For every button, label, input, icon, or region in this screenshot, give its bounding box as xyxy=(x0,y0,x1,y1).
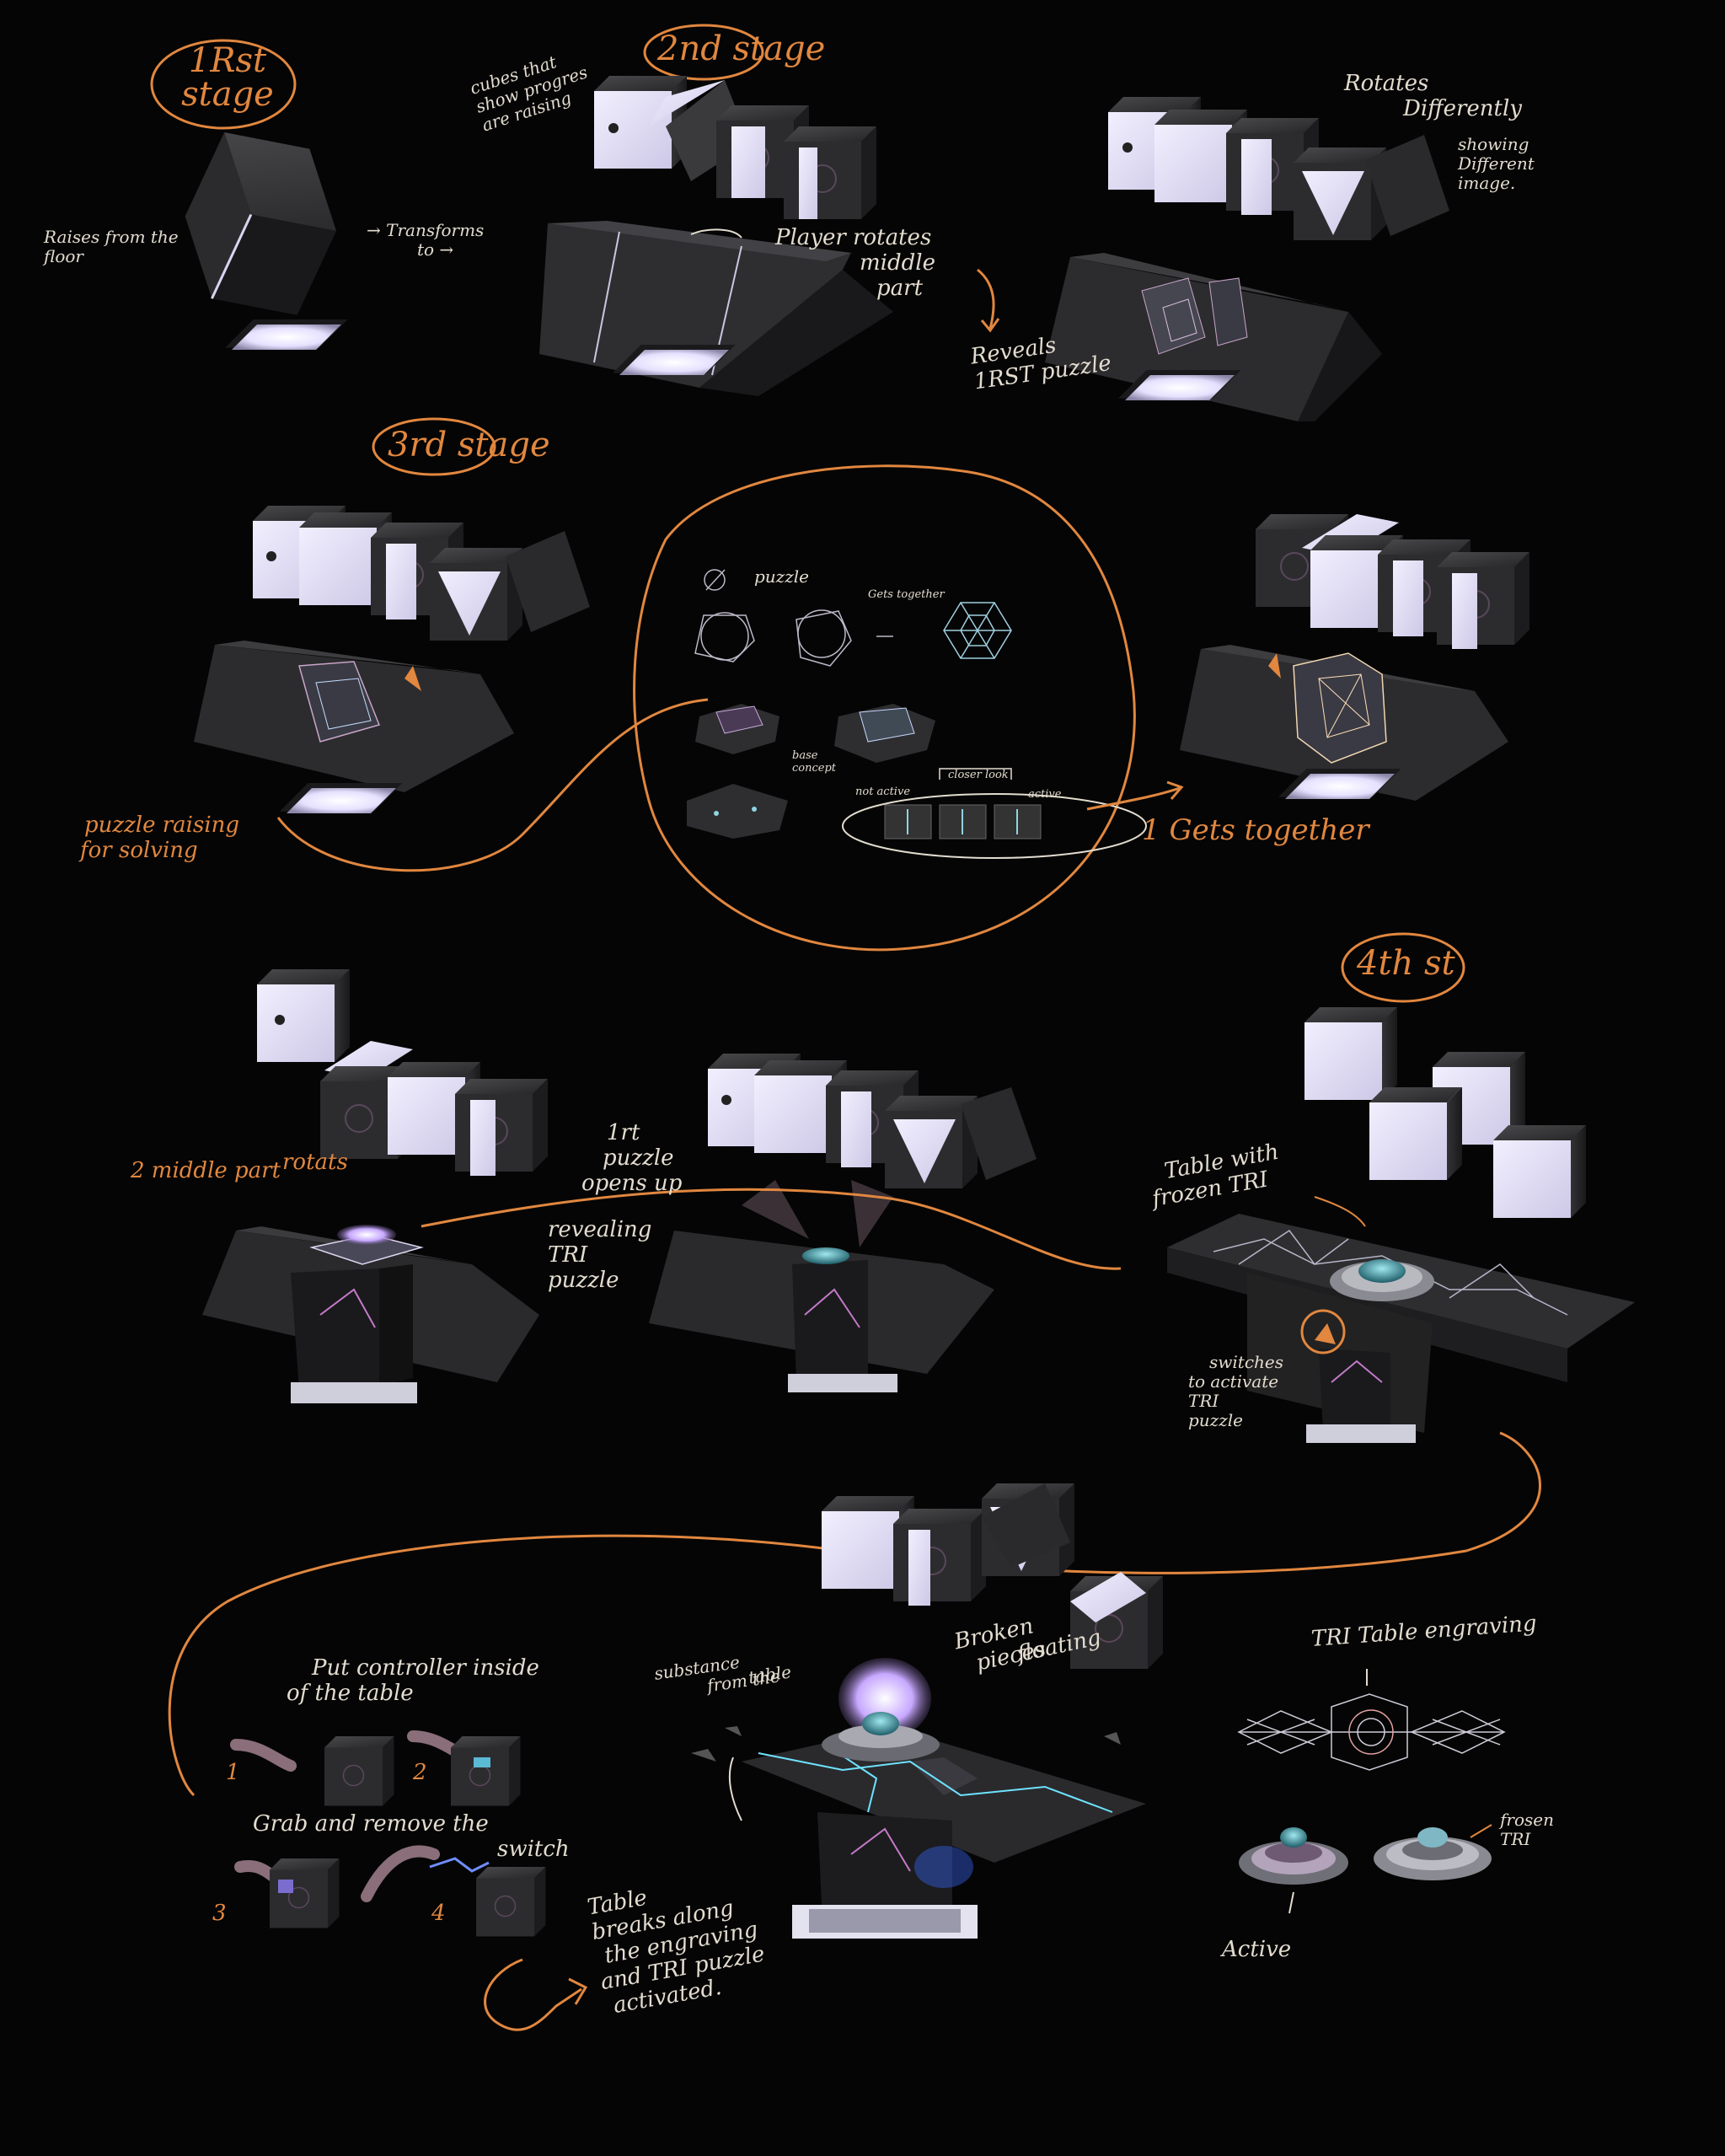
note-gets-together: 1 Gets together xyxy=(1142,813,1369,847)
active-tri xyxy=(1239,1827,1348,1885)
note-opens-3: opens up xyxy=(581,1172,682,1197)
s4r-cube-3 xyxy=(1369,1087,1462,1180)
bubble-models xyxy=(687,704,1146,858)
bubble-closer-look: closer look xyxy=(948,769,1009,781)
note-showing-diff: showing Different image. xyxy=(1458,135,1535,193)
final-group xyxy=(236,1483,1504,2030)
note-revealing: revealing TRI puzzle xyxy=(548,1218,651,1294)
note-player-1: Player rotates xyxy=(775,226,935,251)
note-puzzle-raising: puzzle raising for solving xyxy=(80,813,239,864)
note-showing-1: showing xyxy=(1458,135,1535,154)
note-opens-2: puzzle xyxy=(581,1146,682,1172)
note-player-2: middle xyxy=(775,251,935,276)
s4-table-1 xyxy=(202,1225,539,1403)
note-grab-2: switch xyxy=(253,1837,570,1863)
stage2-label: 2nd stage xyxy=(657,29,825,68)
note-switches: switches to activate TRI puzzle xyxy=(1188,1353,1283,1430)
note-transforms: → Transforms to → xyxy=(367,221,484,260)
note-rotates-2: Differently xyxy=(1344,97,1522,122)
bubble-base-2: concept xyxy=(792,763,836,775)
note-put-controller: Put controller inside of the table xyxy=(287,1656,539,1707)
s4r-cube-4 xyxy=(1493,1125,1586,1218)
note-revealing-3: puzzle xyxy=(548,1268,651,1294)
step-1: 1 xyxy=(226,1760,240,1785)
stage1-text: 1Rst stage xyxy=(173,44,282,111)
note-raises-2: floor xyxy=(44,247,179,266)
stage4-label: 4th st xyxy=(1357,944,1455,983)
bubble-puzzle-label: puzzle xyxy=(754,566,809,587)
note-player-3: part xyxy=(775,276,935,302)
bubble-not-active: not active xyxy=(855,786,910,798)
step-4: 4 xyxy=(431,1901,446,1926)
note-grab-1: Grab and remove the xyxy=(253,1812,570,1837)
rising-cube xyxy=(158,113,363,334)
note-switches-1: switches xyxy=(1188,1353,1283,1372)
tri-engraving xyxy=(1239,1694,1504,1770)
bubble-gets-together-label: Gets together xyxy=(868,588,945,601)
note-grab-remove: Grab and remove the switch xyxy=(253,1812,570,1863)
bubble-base-concept: base concept xyxy=(792,750,836,775)
bubble-active: active xyxy=(1028,788,1061,801)
note-middle-part: 2 middle part rotats xyxy=(131,1159,348,1176)
note-puzzle-opens: 1rt puzzle opens up xyxy=(581,1121,682,1197)
note-active: Active xyxy=(1222,1937,1291,1962)
note-rotates-diff: Rotates Differently xyxy=(1344,72,1522,122)
note-player-rotates: Player rotates middle part xyxy=(775,226,935,302)
stage2-group xyxy=(539,25,999,396)
stage1-label: 1Rst stage xyxy=(173,44,282,111)
note-raises-1: Raises from the xyxy=(44,228,179,247)
note-put-2: of the table xyxy=(287,1681,539,1707)
step-2: 2 xyxy=(413,1760,427,1785)
note-raises: Raises from the floor xyxy=(44,228,179,266)
note-frozen-2: TRI xyxy=(1500,1830,1554,1849)
bubble-hexagon xyxy=(944,603,1011,658)
f-cube-2 xyxy=(893,1509,986,1601)
note-frozen-tri: frosen TRI xyxy=(1500,1810,1554,1849)
note-transforms-1: → Transforms xyxy=(367,221,484,240)
s3-table xyxy=(194,641,514,792)
f-broken-table xyxy=(691,1658,1146,1939)
note-switches-3: TRI xyxy=(1188,1392,1283,1411)
step-3: 3 xyxy=(212,1901,227,1926)
s3r-cube-4 xyxy=(1437,552,1529,645)
note-showing-3: image. xyxy=(1458,174,1535,193)
note-rotates-1: Rotates xyxy=(1344,72,1522,97)
note-put-1: Put controller inside xyxy=(287,1656,539,1681)
stage3-label: 3rd stage xyxy=(388,426,550,464)
note-puzzle-raising-2: for solving xyxy=(80,839,239,864)
s2-cube-4 xyxy=(784,126,876,219)
s4r-cube-1 xyxy=(1304,1007,1397,1100)
stage3-group xyxy=(194,419,1529,950)
s3-pad xyxy=(280,783,403,813)
note-frozen-1: frosen xyxy=(1500,1810,1554,1830)
s4-cube-4 xyxy=(455,1079,548,1172)
note-switches-2: to activate xyxy=(1188,1372,1283,1392)
bubble-base-1: base xyxy=(792,750,836,763)
note-revealing-2: TRI xyxy=(548,1243,651,1268)
note-puzzle-raising-1: puzzle raising xyxy=(80,813,239,839)
stage1-pad xyxy=(225,319,348,350)
note-revealing-1: revealing xyxy=(548,1218,651,1243)
s4-cube-1 xyxy=(257,969,350,1062)
note-opens-1: 1rt xyxy=(581,1121,682,1146)
note-transforms-2: to → xyxy=(367,240,484,260)
note-showing-2: Different xyxy=(1458,154,1535,174)
note-switches-4: puzzle xyxy=(1188,1411,1283,1430)
